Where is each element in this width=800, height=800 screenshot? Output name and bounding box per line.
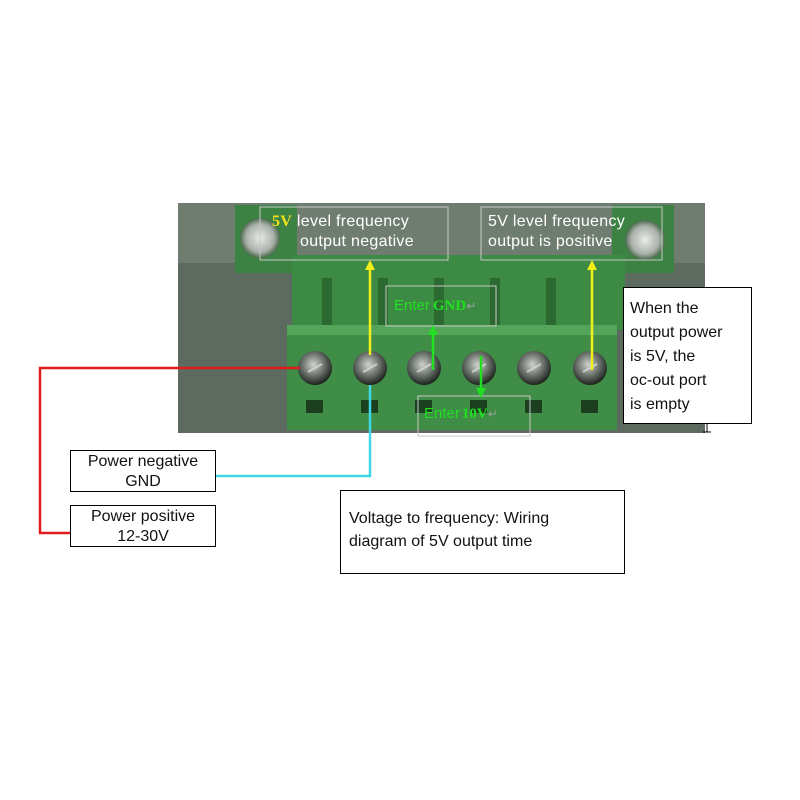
- label-negative-line2: output negative: [300, 233, 414, 250]
- terminal-block-highlight: [287, 325, 617, 335]
- note-power-positive: Power positive 12-30V: [70, 505, 216, 547]
- enter-gnd-value: GND: [432, 298, 467, 314]
- note-oc-out-line: is 5V, the: [630, 348, 696, 365]
- label-negative-output: 5V level frequency output negative: [272, 212, 444, 252]
- wire-power-negative: [214, 385, 372, 478]
- terminal-block: [287, 325, 617, 430]
- label-5v-prefix: 5V: [272, 213, 293, 230]
- enter-10v-box: [417, 395, 531, 437]
- wire-power-positive: [38, 366, 300, 535]
- return-mark-icon: ↵: [487, 407, 498, 421]
- caption-line2: diagram of 5V output time: [349, 533, 533, 550]
- power-negative-line2: GND: [125, 473, 161, 490]
- label-positive-output: 5V level frequency output is positive: [488, 212, 660, 252]
- positive-label-box: [480, 206, 663, 261]
- return-mark-icon: ↵: [466, 299, 477, 313]
- diagram-caption: Voltage to frequency: Wiring diagram of …: [340, 490, 625, 574]
- enter-10v-value: 10V: [461, 406, 488, 422]
- note-oc-out-line: When the: [630, 300, 699, 317]
- power-positive-line1: Power positive: [90, 508, 196, 525]
- mounting-hole-right: [625, 220, 665, 260]
- note-oc-out-line: is empty: [630, 396, 690, 413]
- enter-gnd-word: Enter: [394, 297, 430, 314]
- note-oc-out: When the output power is 5V, the oc-out …: [623, 287, 752, 424]
- power-positive-line2: 12-30V: [117, 528, 169, 545]
- label-positive-line1: 5V level frequency: [488, 213, 626, 230]
- power-negative-line1: Power negative: [87, 453, 199, 470]
- enter-gnd-box: [385, 285, 497, 327]
- negative-label-box: [259, 206, 449, 261]
- connector-ribs: [322, 278, 556, 330]
- label-positive-line2: output is positive: [488, 233, 613, 250]
- caption-line1: Voltage to frequency: Wiring: [349, 510, 550, 527]
- enter-10v-word: Enter: [424, 405, 460, 422]
- connector-upper-body: [292, 255, 625, 330]
- note-oc-out-line: output power: [630, 324, 723, 341]
- note-power-negative: Power negative GND: [70, 450, 216, 492]
- label-negative-line1: 5V level frequency: [272, 212, 444, 232]
- label-negative-text1: level frequency: [296, 213, 410, 230]
- note-oc-out-line: oc-out port: [630, 372, 707, 389]
